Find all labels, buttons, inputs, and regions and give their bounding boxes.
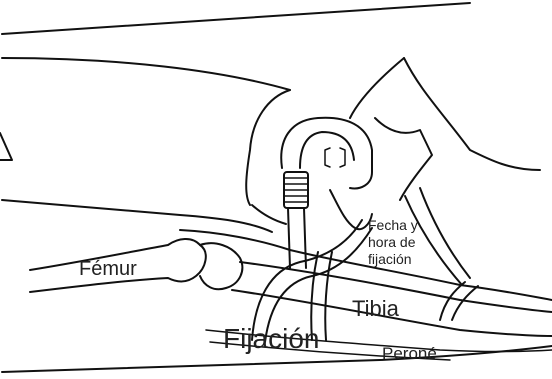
fijacion-label: Fijación <box>223 323 319 355</box>
hand-back <box>404 58 540 170</box>
needle-shaft <box>288 208 306 268</box>
thumb-outline <box>252 205 286 224</box>
device-bracket <box>325 148 345 167</box>
perone-label: Peroné <box>382 344 437 364</box>
finger-top <box>375 118 432 200</box>
arm-outline <box>2 3 470 34</box>
arm-outline-lower <box>2 58 290 90</box>
femur-label: Fémur <box>79 258 137 281</box>
finger-lower <box>330 190 372 229</box>
left-arrow-icon <box>0 133 12 160</box>
leg-upper-edge <box>180 230 552 300</box>
needle-threads <box>284 178 308 202</box>
fecha-hora-label: Fecha y hora de fijación <box>368 217 438 268</box>
leg-top-outline <box>2 200 272 232</box>
knee-joint <box>200 243 242 289</box>
hand-wrist <box>350 58 404 118</box>
strap-2 <box>325 252 332 340</box>
tibia-label: Tibia <box>352 296 399 322</box>
